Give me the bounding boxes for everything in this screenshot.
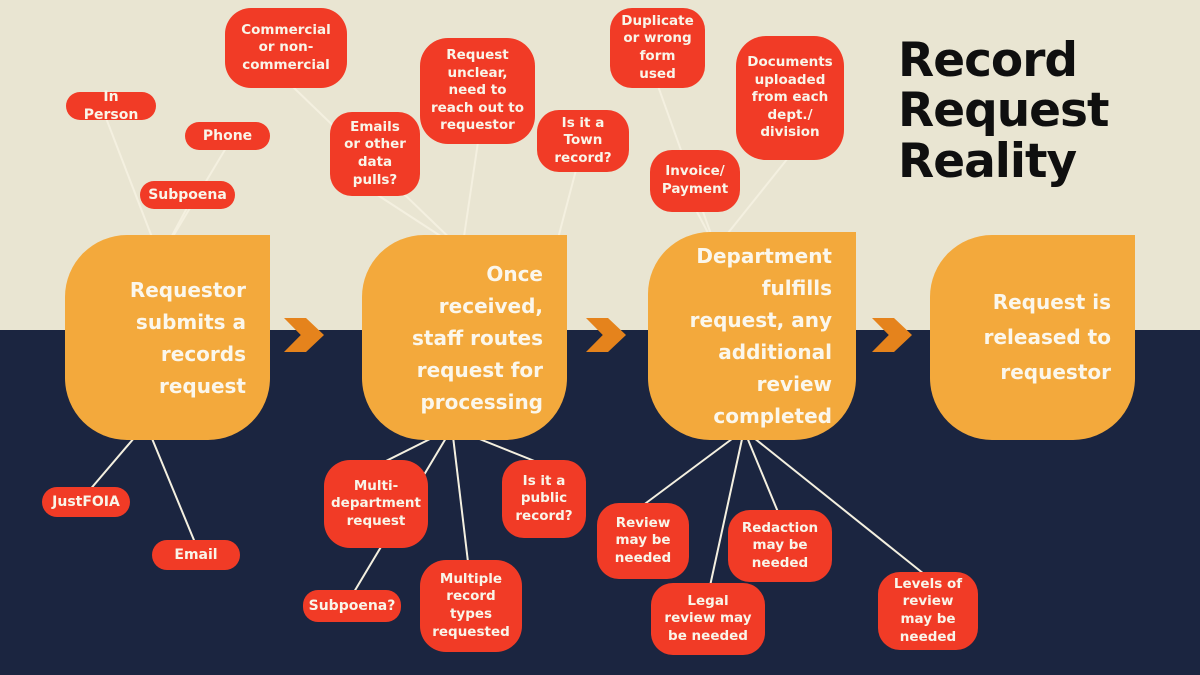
page-title: Record Request Reality: [898, 33, 1110, 189]
bubble-public-record: Is it a public record?: [502, 460, 586, 538]
bubble-request-unclear: Request unclear, need to reach out to re…: [420, 38, 535, 144]
step-label: Once received, staff routes request for …: [412, 261, 543, 414]
bubble-invoice-payment: Invoice/ Payment: [650, 150, 740, 212]
bubble-subpoena: Subpoena: [140, 181, 235, 209]
bubble-duplicate-or-wrong-form: Duplicate or wrong form used: [610, 8, 705, 88]
step-box-department-fulfills: Department fulfills request, any additio…: [648, 232, 856, 440]
bubble-town-record: Is it a Town record?: [537, 110, 629, 172]
bubble-subpoena-question: Subpoena?: [303, 590, 401, 622]
bubble-phone: Phone: [185, 122, 270, 150]
step-box-submit-request: Requestor submits a records request: [65, 235, 270, 440]
bubble-justfoia: JustFOIA: [42, 487, 130, 517]
bubble-multiple-record-types: Multiple record types requested: [420, 560, 522, 652]
bubble-documents-uploaded: Documents uploaded from each dept./ divi…: [736, 36, 844, 160]
bubble-email: Email: [152, 540, 240, 570]
step-label: Request is released to requestor: [983, 290, 1111, 384]
bubble-legal-review-may-be-needed: Legal review may be needed: [651, 583, 765, 655]
bubble-in-person: In Person: [66, 89, 156, 123]
bubble-multi-department-request: Multi-department request: [324, 460, 428, 548]
step-label: Department fulfills request, any additio…: [689, 244, 832, 428]
bubble-redaction-may-be-needed: Redaction may be needed: [728, 510, 832, 582]
step-box-request-released: Request is released to requestor: [930, 235, 1135, 440]
bubble-review-may-be-needed: Review may be needed: [597, 503, 689, 579]
step-label: Requestor submits a records request: [129, 277, 246, 398]
bubble-levels-of-review: Levels of review may be needed: [878, 572, 978, 650]
bubble-emails-or-data-pulls: Emails or other data pulls?: [330, 112, 420, 196]
bubble-commercial-or-non-commercial: Commercial or non-commercial: [225, 8, 347, 88]
step-box-staff-routes: Once received, staff routes request for …: [362, 235, 567, 440]
